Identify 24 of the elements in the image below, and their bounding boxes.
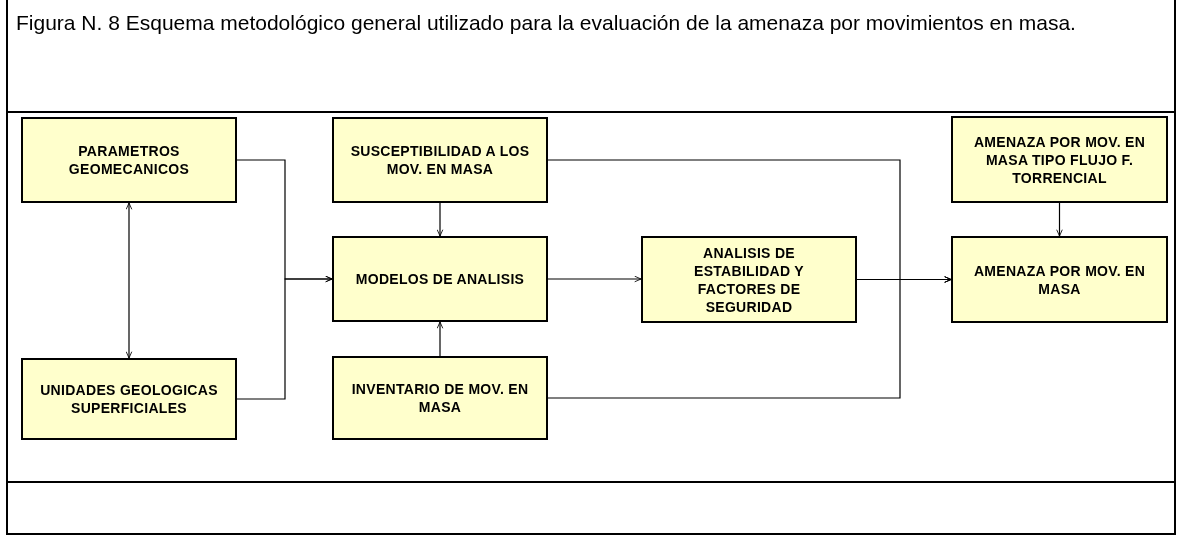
arrow (236, 275, 333, 400)
box-label: MODELOS DE ANALISIS (355, 270, 525, 288)
arrow (125, 202, 133, 359)
process-box (332, 236, 548, 322)
process-box (332, 117, 548, 203)
box-label: AMENAZA POR MOV. EN MASA (972, 261, 1147, 298)
process-box (641, 236, 857, 323)
process-box (332, 356, 548, 440)
box-label: INVENTARIO DE MOV. EN MASA (350, 380, 530, 416)
arrow (436, 321, 444, 357)
box-label: UNIDADES GEOLOGICAS SUPERFICIALES (39, 381, 219, 417)
box-label: AMENAZA POR MOV. EN MASA TIPO FLUJO F. TORRENCIAL (972, 132, 1147, 187)
process-box (951, 116, 1168, 203)
box-label: ANALISIS DE ESTABILIDAD Y FACTORES DE SEGURIDAD (693, 243, 805, 316)
process-box (21, 117, 237, 203)
process-box (951, 236, 1168, 323)
arrow (547, 276, 952, 399)
box-label: PARAMETROS GEOMECANICOS (67, 142, 191, 178)
arrow (1056, 202, 1063, 237)
arrow (547, 275, 642, 283)
figure-title: Figura N. 8 Esquema metodológico general utilizado para la evaluación de la amenaza por movimientos en masa. (16, 10, 1077, 36)
arrow (436, 202, 444, 237)
box-label: SUSCEPTIBILIDAD A LOS MOV. EN MASA (349, 142, 531, 178)
process-box (21, 358, 237, 440)
